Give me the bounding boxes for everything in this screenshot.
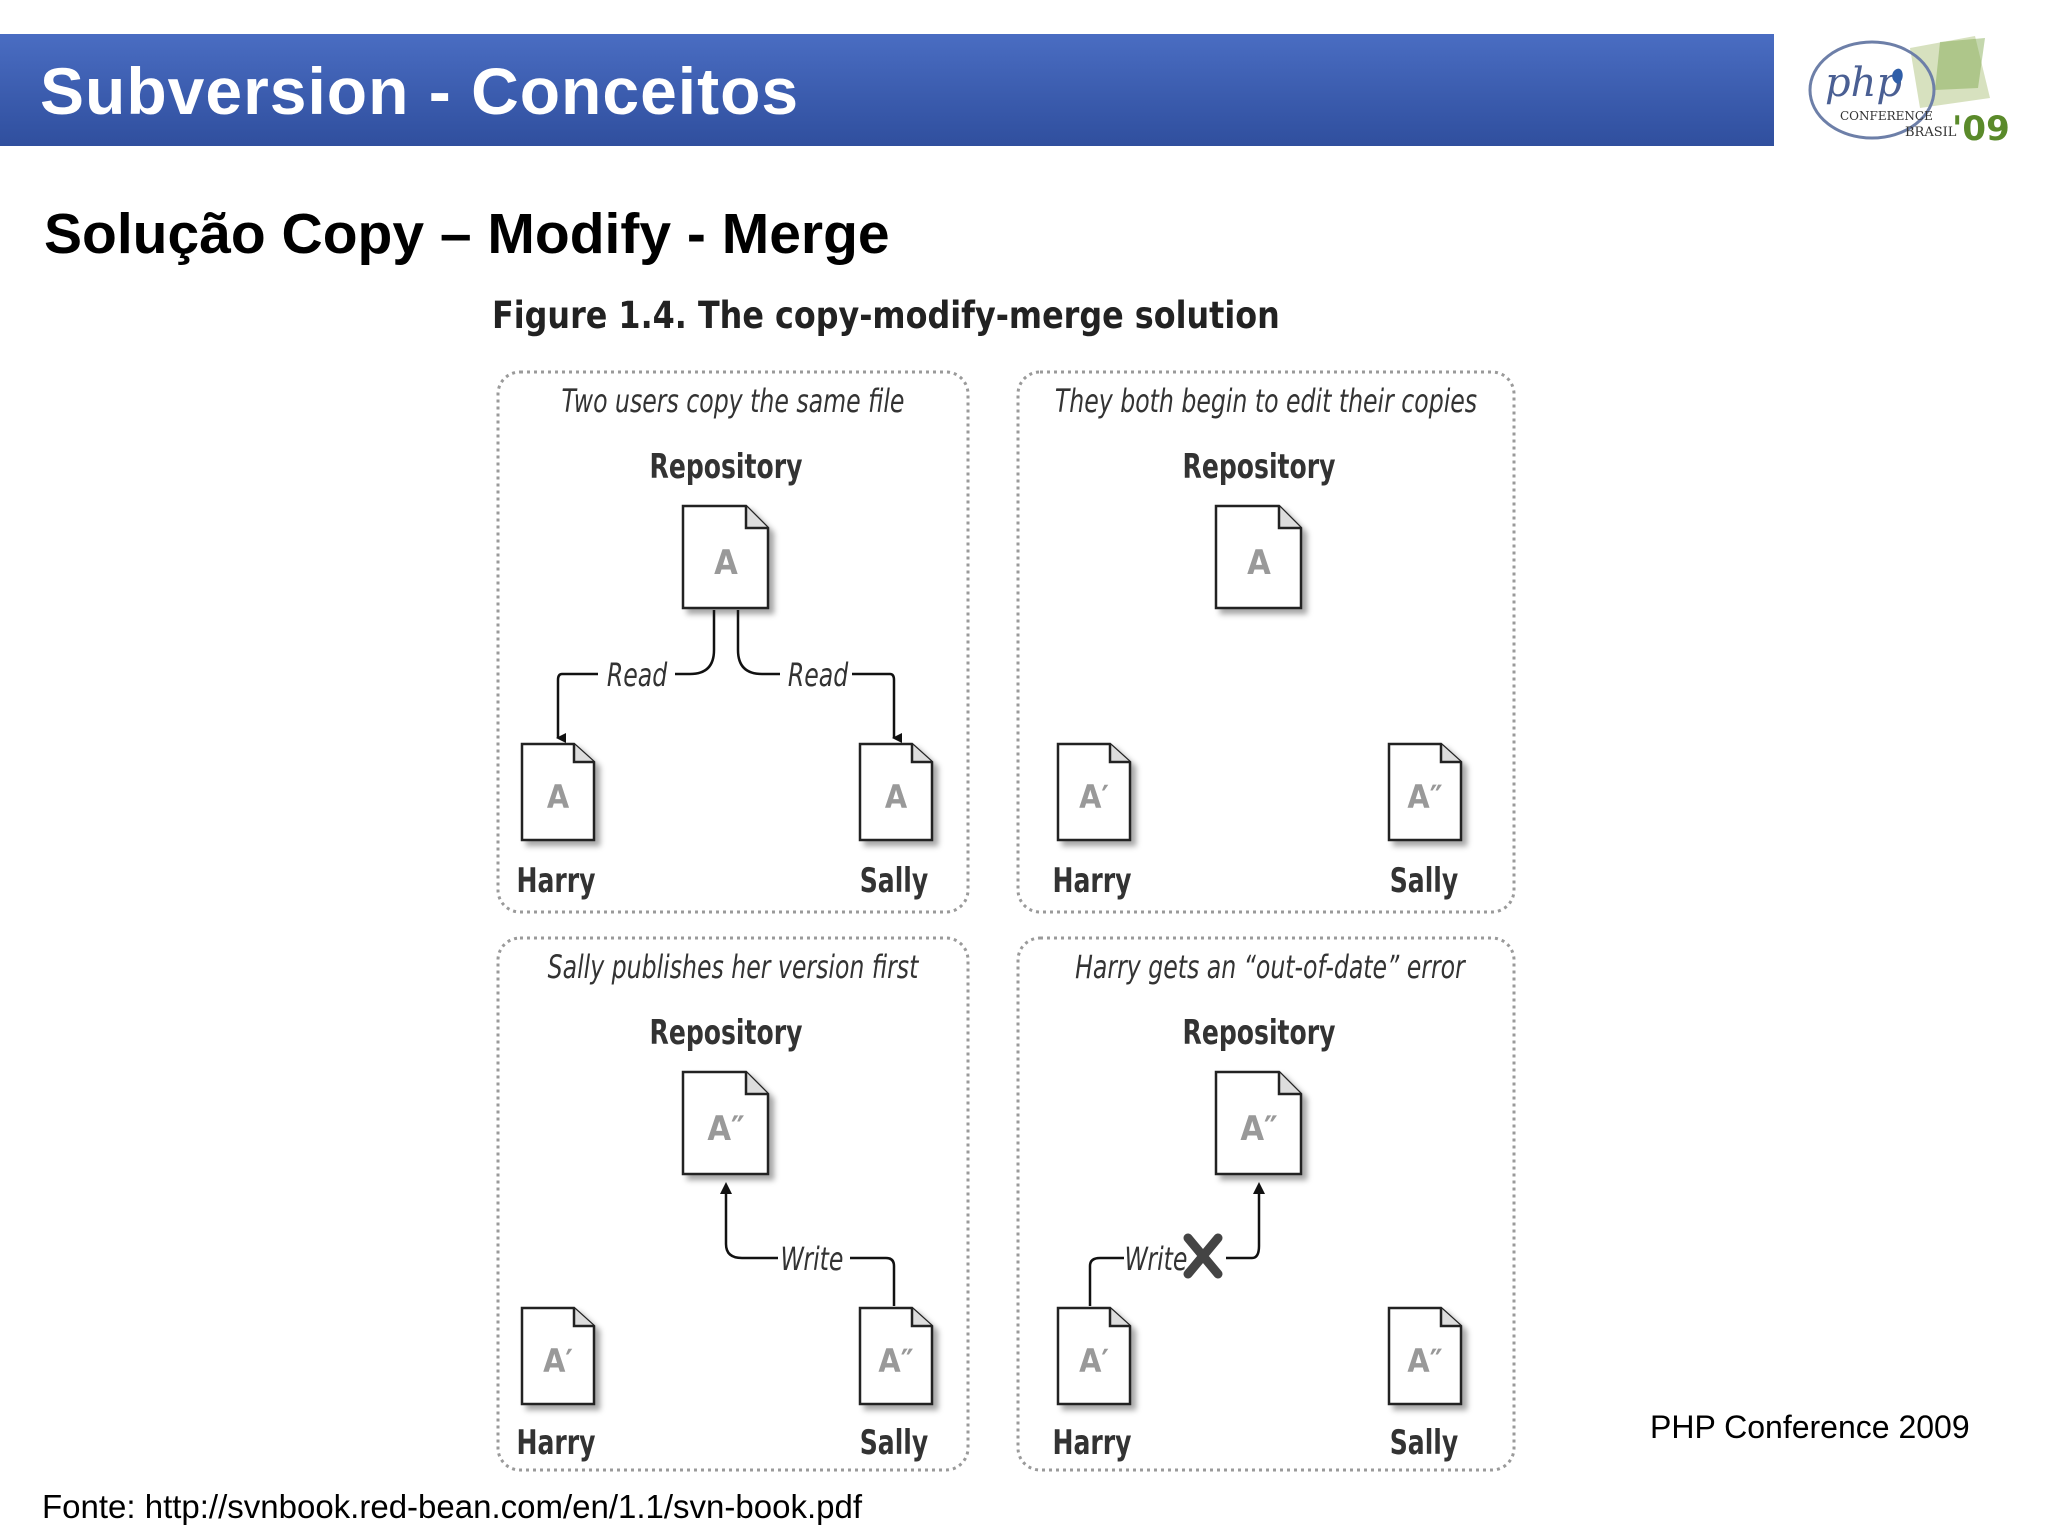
file-label: A (1247, 543, 1271, 583)
user-label-harry: Harry (1053, 861, 1132, 900)
user-label-harry: Harry (517, 1423, 596, 1462)
user-label-harry: Harry (1053, 1423, 1132, 1462)
conference-footer: PHP Conference 2009 (1650, 1409, 1970, 1445)
user-label-sally: Sally (1390, 1423, 1459, 1462)
file-label: A″ (1240, 1109, 1277, 1149)
file-label: A″ (1407, 778, 1442, 816)
file-icon (1387, 742, 1463, 842)
source-footer: Fonte: http://svnbook.red-bean.com/en/1.… (42, 1488, 862, 1525)
logo-year: '09 (1952, 109, 2010, 149)
file-icon (681, 504, 770, 610)
user-label-harry: Harry (517, 861, 596, 900)
repository-label: Repository (650, 1013, 803, 1052)
panel-out-of-date: Harry gets an “out-of-date” error Reposi… (1016, 936, 1516, 1472)
panel-publish: Sally publishes her version first Reposi… (496, 936, 970, 1472)
header-bar (0, 34, 1774, 146)
file-icon (1056, 1306, 1132, 1406)
write-arrow (724, 1190, 896, 1306)
panel-title: Sally publishes her version first (548, 948, 920, 985)
file-icon (520, 1306, 596, 1406)
logo-line2: BRASIL (1905, 125, 1957, 140)
write-label: Write (781, 1240, 844, 1277)
file-label: A′ (1079, 778, 1109, 816)
file-label: A″ (1407, 1342, 1442, 1380)
error-x-icon (1183, 1233, 1223, 1279)
file-icon (1214, 1070, 1303, 1176)
user-label-sally: Sally (1390, 861, 1459, 900)
file-label: A″ (707, 1109, 744, 1149)
panel-edit: They both begin to edit their copies Rep… (1016, 370, 1516, 914)
panel-title: Harry gets an “out-of-date” error (1075, 948, 1467, 985)
repository-label: Repository (1183, 1013, 1336, 1052)
slide-title: Subversion - Conceitos (40, 54, 800, 128)
file-label: A (547, 778, 570, 816)
copy-modify-merge-diagram: Two users copy the same file Repository … (496, 370, 1516, 1472)
user-label-sally: Sally (860, 1423, 929, 1462)
file-label: A″ (878, 1342, 913, 1380)
file-label: A′ (543, 1342, 573, 1380)
slide-subtitle: Solução Copy – Modify - Merge (44, 202, 890, 266)
read-label-right: Read (788, 656, 849, 693)
file-icon (1214, 504, 1303, 610)
file-icon (520, 742, 596, 842)
repository-label: Repository (650, 447, 803, 486)
file-icon (858, 742, 934, 842)
file-icon (1387, 1306, 1463, 1406)
file-label: A′ (1079, 1342, 1109, 1380)
logo-line1: CONFERENCE (1840, 109, 1933, 123)
read-arrow-right (736, 610, 894, 738)
figure-caption: Figure 1.4. The copy-modify-merge soluti… (492, 294, 1280, 337)
file-label: A (885, 778, 908, 816)
panel-title: They both begin to edit their copies (1055, 382, 1477, 419)
panel-copy: Two users copy the same file Repository … (496, 370, 970, 914)
file-icon (858, 1306, 934, 1406)
file-icon (681, 1070, 770, 1176)
repository-label: Repository (1183, 447, 1336, 486)
user-label-sally: Sally (860, 861, 929, 900)
file-label: A (714, 543, 738, 583)
write-arrow (1088, 1190, 1261, 1306)
php-conference-logo: php CONFERENCE BRASIL '09 (1808, 36, 2010, 149)
logo-word: php (1825, 60, 1902, 106)
read-arrow-left (558, 610, 716, 738)
file-icon (1056, 742, 1132, 842)
write-label: Write (1125, 1240, 1188, 1277)
panel-title: Two users copy the same file (562, 382, 905, 419)
read-label-left: Read (607, 656, 668, 693)
